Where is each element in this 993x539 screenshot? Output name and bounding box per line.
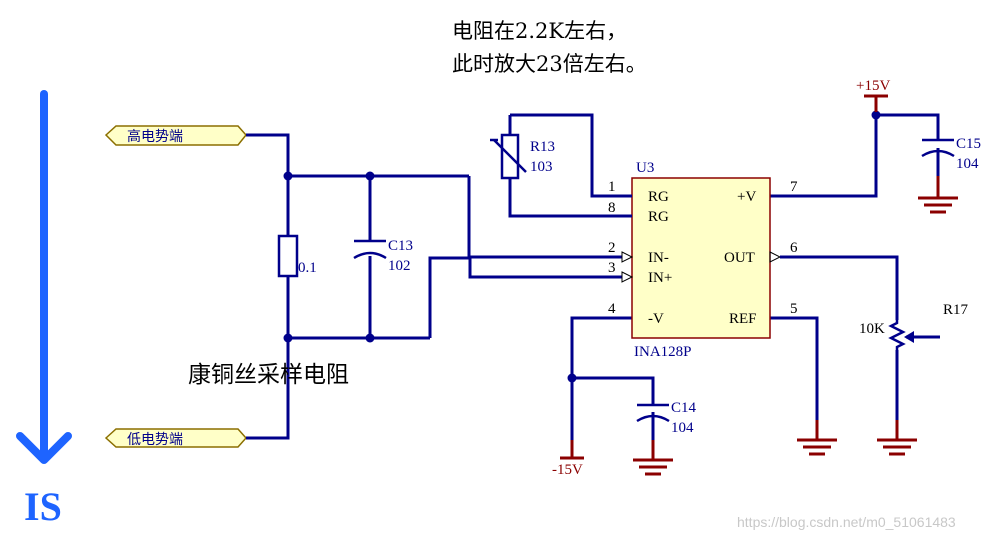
port-low: 低电势端 [104, 428, 248, 448]
c15-value: 104 [956, 156, 979, 172]
capacitor-c15 [921, 138, 955, 158]
shunt-description: 康铜丝采样电阻 [188, 362, 349, 388]
current-label: IS [24, 484, 62, 529]
shunt-resistor [277, 234, 299, 278]
pin-8-number: 8 [608, 200, 616, 216]
pin-6-number: 6 [790, 240, 798, 256]
r17-ref: R17 [943, 302, 969, 318]
pin-4-number: 4 [608, 301, 616, 317]
port-high-label: 高电势端 [127, 128, 183, 145]
r13-value: 103 [530, 159, 553, 175]
pin-1-name: RG [648, 189, 669, 205]
shunt-value: 0.1 [298, 260, 317, 276]
power-negative-symbol [560, 440, 584, 460]
pin-6-name: OUT [724, 250, 755, 266]
power-positive-label: +15V [856, 78, 890, 94]
pin-3-name: IN+ [648, 270, 672, 286]
watermark: https://blog.csdn.net/m0_51061483 [737, 514, 956, 530]
pin-5-name: REF [729, 311, 757, 327]
current-arrow [16, 90, 72, 464]
u3-ref: U3 [636, 160, 654, 176]
u3-part: INA128P [634, 344, 692, 360]
port-low-label: 低电势端 [127, 432, 183, 448]
c13-value: 102 [388, 258, 411, 274]
pin-7-name: +V [737, 189, 756, 205]
power-negative-label: -15V [552, 462, 583, 478]
port-high: 高电势端 [104, 125, 247, 146]
variable-resistor-r13 [490, 133, 527, 180]
c14-value: 104 [671, 420, 694, 436]
note-line-1: 电阻在2.2K左右， [452, 19, 627, 43]
pin-3-number: 3 [608, 260, 616, 276]
pin-1-number: 1 [608, 179, 616, 195]
pin-2-name: IN- [648, 250, 669, 266]
junctions [283, 110, 881, 383]
ground-symbol-c15 [918, 176, 958, 214]
pin-7-number: 7 [790, 179, 798, 195]
pin-5-number: 5 [790, 301, 798, 317]
pin-4-name: -V [648, 311, 664, 327]
c14-ref: C14 [671, 400, 697, 416]
ina128-chip [592, 177, 786, 339]
ground-symbol-ref [797, 420, 837, 456]
ground-symbol-c14 [633, 440, 673, 476]
r13-ref: R13 [530, 139, 555, 155]
capacitor-c13 [353, 239, 387, 260]
pin-2-number: 2 [608, 240, 616, 256]
r17-value: 10K [859, 321, 885, 337]
capacitor-c14 [636, 403, 670, 423]
wires [246, 113, 940, 460]
pin-8-name: RG [648, 209, 669, 225]
power-positive-symbol [864, 94, 888, 112]
potentiometer-r17 [888, 320, 914, 350]
ground-symbol-r17 [877, 420, 917, 456]
c13-ref: C13 [388, 238, 413, 254]
note-line-2: 此时放大23倍左右。 [452, 52, 647, 76]
c15-ref: C15 [956, 136, 981, 152]
